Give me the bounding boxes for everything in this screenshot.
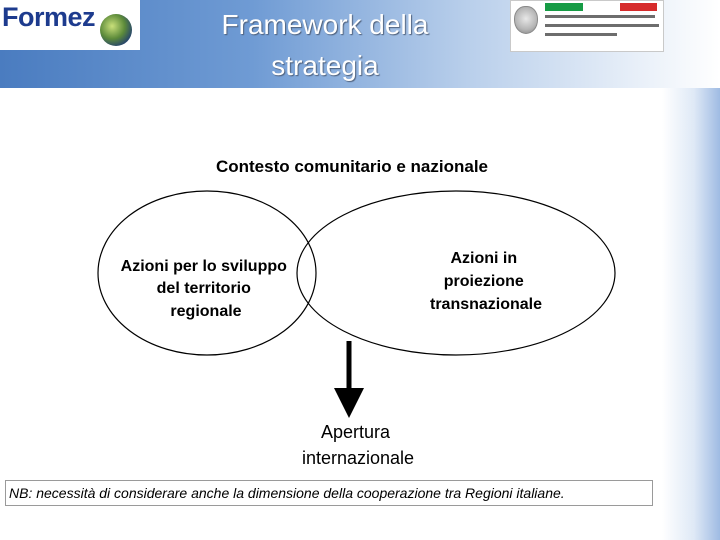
republic-emblem-icon <box>514 6 538 34</box>
left-circle-label: Azioni per lo sviluppo del territorio re… <box>121 258 292 320</box>
slide-title: Framework della strategia <box>150 4 500 86</box>
right-circle-label: Azioni in proiezione transnazionale <box>430 250 542 313</box>
formez-logo-text: Formez <box>2 2 96 32</box>
presidenza-logo-wordmark <box>545 15 659 42</box>
outcome-label: Apertura internazionale <box>302 422 414 468</box>
formez-logo: Formez <box>0 0 140 50</box>
left-circle-label-line: del territorio <box>157 280 251 297</box>
italian-flag-icon <box>545 3 657 11</box>
outcome-label-line: Apertura <box>321 422 391 442</box>
diagram-heading: Contesto comunitario e nazionale <box>216 157 488 176</box>
right-circle-label-line: proiezione <box>444 273 524 290</box>
right-circle <box>296 190 616 356</box>
slide-title-line-1: Framework della <box>221 9 429 40</box>
right-circle-label-line: transnazionale <box>430 296 542 313</box>
presidenza-logo <box>510 0 664 52</box>
footnote-box: NB: necessità di considerare anche la di… <box>5 480 653 506</box>
left-circle <box>97 190 317 356</box>
slide-title-line-2: strategia <box>271 50 379 81</box>
globe-icon <box>100 14 132 46</box>
left-circle-label-line: regionale <box>170 303 241 320</box>
left-circle-label-line: Azioni per lo sviluppo <box>121 258 287 275</box>
right-circle-label-line: Azioni in <box>450 250 517 267</box>
outcome-label-line: internazionale <box>302 448 414 468</box>
decorative-side-band <box>662 88 720 540</box>
